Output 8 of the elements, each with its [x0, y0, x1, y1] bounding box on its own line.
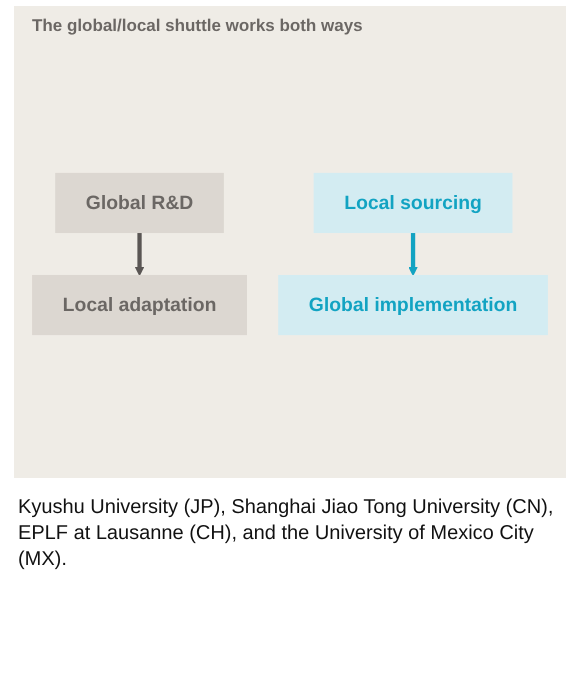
title: The global/local shuttle works both ways [32, 16, 364, 36]
arrow [134, 232, 144, 276]
node-box: Global R&D [55, 172, 224, 234]
node-box: Global implementation [278, 274, 548, 336]
arrow [408, 232, 418, 276]
node-box: Local sourcing [314, 172, 512, 234]
node-box: Local adaptation [32, 274, 247, 336]
caption: Kyushu University (JP), Shanghai Jiao Tong University (CN), EPLF at Lausanne (CH), and the University of Mexico City (MX). [18, 495, 554, 572]
